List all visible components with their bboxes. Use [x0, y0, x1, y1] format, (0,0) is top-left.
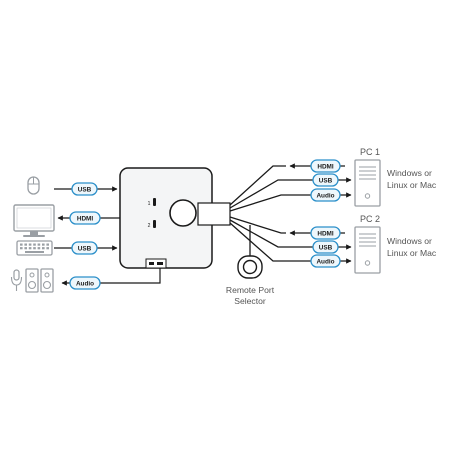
keyboard-key: [46, 243, 49, 246]
pc2-title: PC 2: [360, 214, 380, 224]
speaker-icon-right: [40, 268, 54, 293]
badge-label: USB: [319, 177, 333, 184]
badge-usb-keyboard: USB: [71, 241, 98, 255]
port-number-2: 2: [148, 223, 151, 229]
keyboard-key: [24, 247, 27, 250]
port-selector-button[interactable]: [169, 199, 197, 227]
pc1-title: PC 1: [360, 147, 380, 157]
kvm-switch: 1 2: [119, 167, 231, 269]
mouse-icon: [27, 176, 40, 195]
keyboard-key: [37, 243, 41, 246]
keyboard-key: [33, 243, 36, 246]
badge-label: USB: [319, 244, 333, 251]
badge-pc2-hdmi: HDMI: [310, 226, 341, 240]
keyboard-key: [20, 247, 23, 250]
cable-bundle: [229, 165, 286, 262]
badge-pc1-audio: Audio: [310, 188, 341, 202]
keyboard-spacebar: [25, 251, 44, 253]
keyboard-key: [37, 247, 41, 250]
keyboard-key: [42, 247, 45, 250]
badge-pc2-usb: USB: [312, 240, 339, 254]
badge-audio: Audio: [69, 276, 101, 290]
badge-label: HDMI: [77, 215, 94, 222]
pc2-os-line-1: Windows or: [387, 236, 432, 246]
speaker-icon-left: [25, 268, 39, 293]
pc1-tower-icon: [354, 159, 381, 207]
keyboard-key: [24, 243, 27, 246]
remote-port-selector[interactable]: [237, 255, 263, 279]
badge-label: Audio: [316, 192, 334, 199]
remote-label-line-2: Selector: [234, 296, 266, 306]
badge-pc2-audio: Audio: [310, 254, 341, 268]
keyboard-key: [28, 243, 32, 246]
keyboard-key: [46, 247, 49, 250]
badge-pc1-hdmi: HDMI: [310, 159, 341, 173]
pc2-os-line-2: Linux or Mac: [387, 248, 437, 258]
pc1-os-line-1: Windows or: [387, 168, 432, 178]
badge-label: USB: [78, 245, 92, 252]
badge-label: USB: [78, 186, 92, 193]
badge-usb-mouse: USB: [71, 182, 98, 196]
keyboard-icon: [16, 240, 53, 256]
remote-label-line-1: Remote Port: [226, 285, 275, 295]
port-led-2: [153, 220, 156, 228]
keyboard-key: [20, 243, 23, 246]
pc2-tower-icon: [354, 226, 381, 274]
monitor-icon: [13, 204, 55, 237]
microphone-icon: [10, 269, 23, 291]
badge-label: HDMI: [317, 163, 334, 170]
badge-label: Audio: [76, 280, 94, 287]
pc1-os-line-2: Linux or Mac: [387, 180, 437, 190]
badge-label: Audio: [316, 258, 334, 265]
port-number-1: 1: [148, 201, 151, 207]
port-led-1: [153, 198, 156, 206]
badge-pc1-usb: USB: [312, 173, 339, 187]
keyboard-key: [33, 247, 36, 250]
keyboard-key: [42, 243, 45, 246]
badge-label: HDMI: [317, 230, 334, 237]
badge-hdmi-monitor: HDMI: [69, 211, 101, 225]
keyboard-key: [28, 247, 32, 250]
